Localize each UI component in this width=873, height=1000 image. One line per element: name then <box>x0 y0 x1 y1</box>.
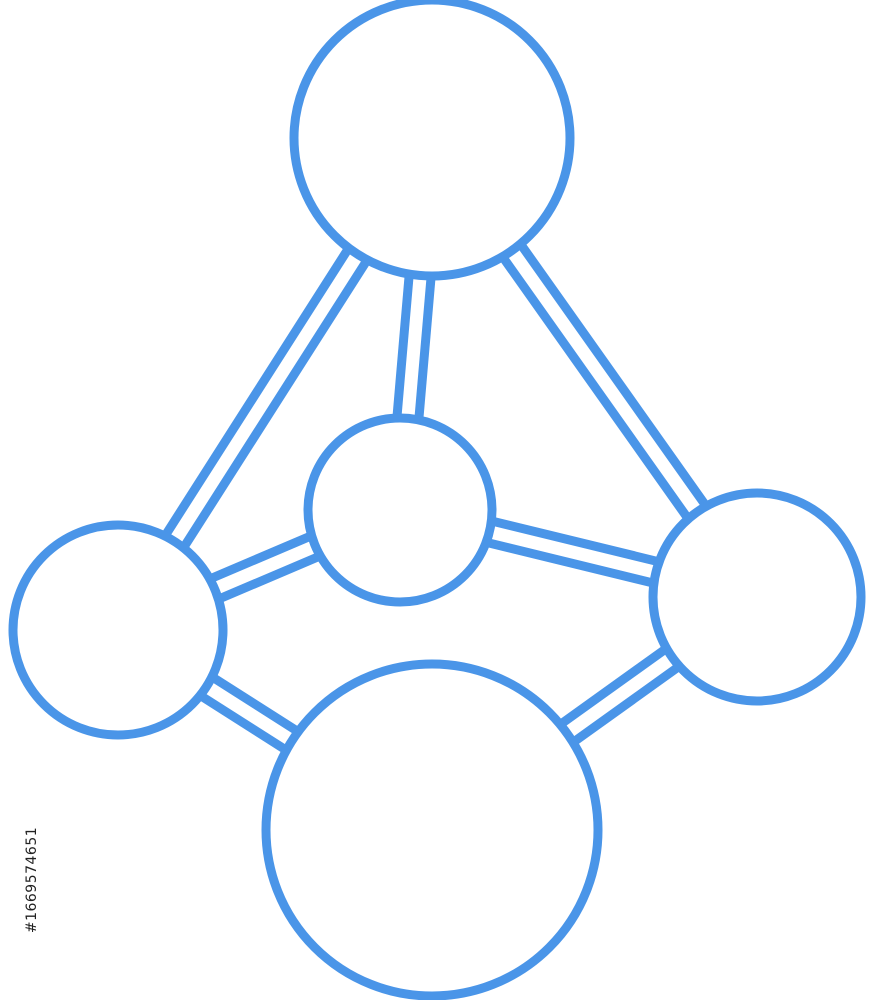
atom-left <box>8 520 228 740</box>
atom-center <box>303 413 497 607</box>
atom-bottom <box>261 659 603 1000</box>
atoms-group <box>8 0 866 1000</box>
atom-top <box>289 0 575 281</box>
atom-right <box>648 488 866 706</box>
stock-id-text: #1669574651 <box>24 826 40 934</box>
